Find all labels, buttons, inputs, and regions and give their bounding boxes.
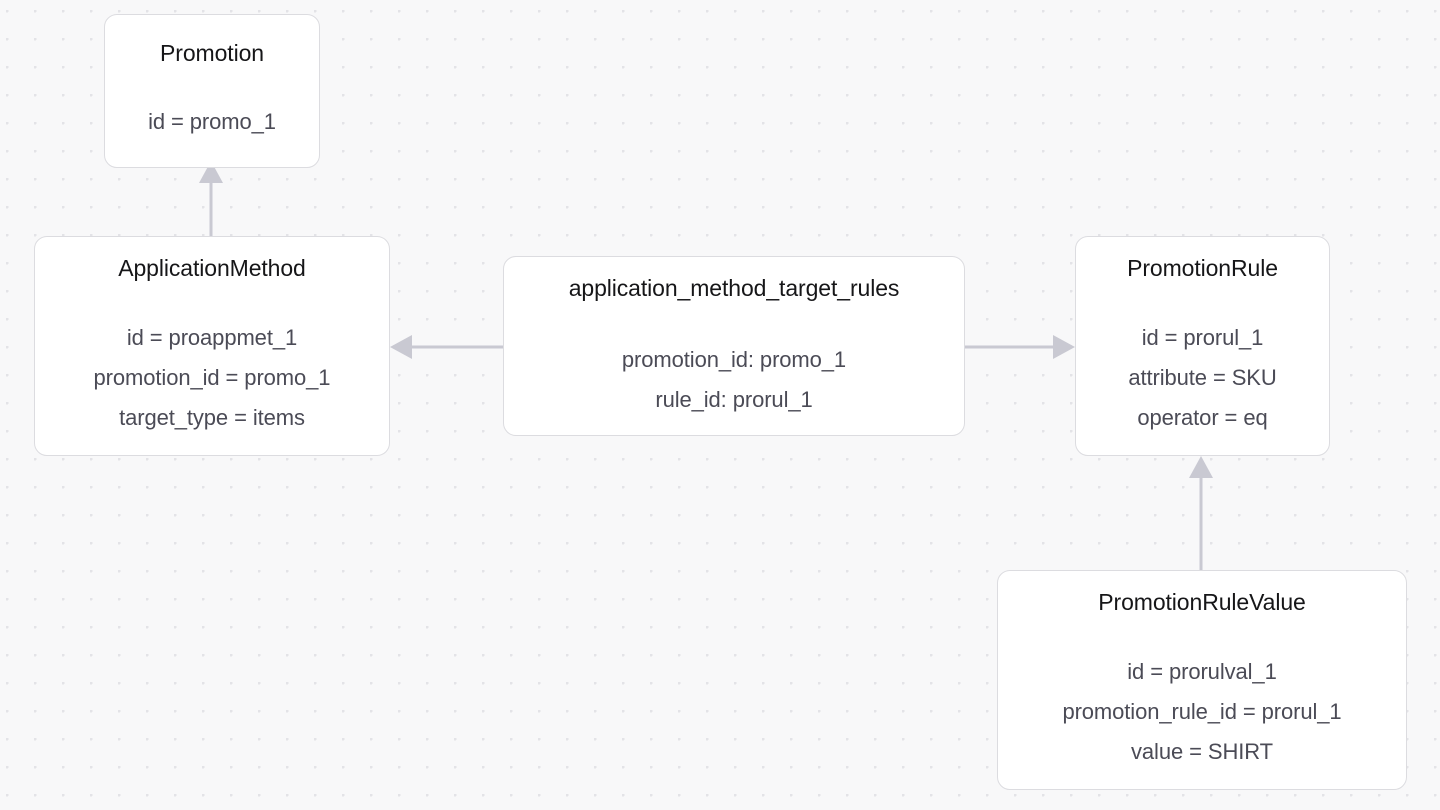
node-application-method-target-rules-title: application_method_target_rules <box>568 275 900 301</box>
node-promotion-rule[interactable]: PromotionRule id = prorul_1 attribute = … <box>1075 236 1330 456</box>
node-promotion-rule-value-attributes: id = prorulval_1 promotion_rule_id = pro… <box>1062 652 1341 772</box>
node-promotion-rule-title: PromotionRule <box>1127 255 1278 281</box>
node-application-method-title: ApplicationMethod <box>118 255 306 281</box>
node-application-method-target-rules[interactable]: application_method_target_rules promotio… <box>503 256 965 436</box>
node-promotion[interactable]: Promotion id = promo_1 <box>104 14 320 168</box>
node-attribute: id = proappmet_1 <box>126 325 298 350</box>
node-attribute: id = prorul_1 <box>1141 325 1264 350</box>
node-application-method-target-rules-attributes: promotion_id: promo_1 rule_id: prorul_1 <box>622 340 846 420</box>
node-attribute: target_type = items <box>119 405 305 430</box>
node-attribute: promotion_id = promo_1 <box>93 365 331 390</box>
node-promotion-attributes: id = promo_1 <box>148 102 276 142</box>
node-application-method-attributes: id = proappmet_1 promotion_id = promo_1 … <box>94 318 331 438</box>
node-attribute: promotion_id: promo_1 <box>621 347 847 372</box>
node-application-method[interactable]: ApplicationMethod id = proappmet_1 promo… <box>34 236 390 456</box>
node-attribute: id = prorulval_1 <box>1127 659 1277 684</box>
node-attribute: id = promo_1 <box>148 109 276 134</box>
node-promotion-rule-attributes: id = prorul_1 attribute = SKU operator =… <box>1128 318 1276 438</box>
node-attribute: value = SHIRT <box>1131 739 1273 764</box>
node-promotion-title: Promotion <box>160 40 264 66</box>
node-attribute: promotion_rule_id = prorul_1 <box>1062 699 1342 724</box>
node-attribute: attribute = SKU <box>1128 365 1277 390</box>
node-attribute: operator = eq <box>1137 405 1268 430</box>
node-promotion-rule-value-title: PromotionRuleValue <box>1098 589 1306 615</box>
node-promotion-rule-value[interactable]: PromotionRuleValue id = prorulval_1 prom… <box>997 570 1407 790</box>
node-attribute: rule_id: prorul_1 <box>655 387 813 412</box>
